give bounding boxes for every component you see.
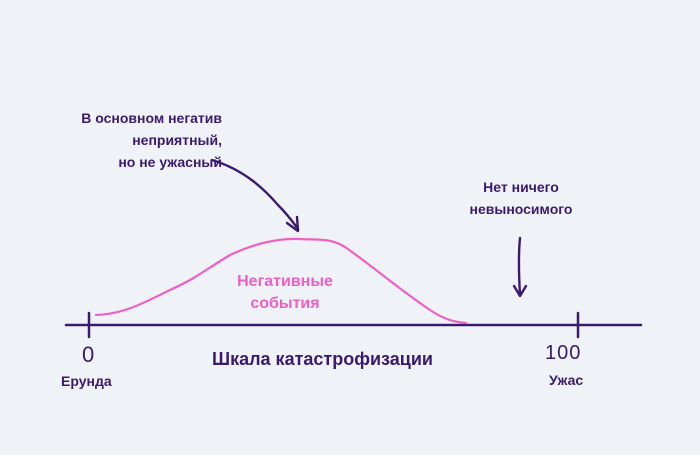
scale-max-value: 100	[545, 342, 582, 364]
arrow-down	[517, 236, 522, 297]
arrow-head-peak	[285, 215, 300, 233]
curve-label: Негативные события	[226, 271, 344, 315]
annotation-nothing-unbearable: Нет ничего невыносимого	[462, 176, 580, 220]
scale-max-label: Ужас	[549, 372, 584, 388]
annotation-line: В основном негатив	[81, 110, 222, 126]
annotation-line: но не ужасный	[118, 154, 222, 170]
annotation-line: невыносимого	[469, 201, 573, 217]
arrow-head-down	[512, 284, 528, 298]
annotation-line: Нет ничего	[483, 179, 559, 195]
scale-min-label: Ерунда	[61, 373, 112, 389]
curve-label-line: события	[250, 295, 320, 312]
annotation-mostly-unpleasant: В основном негатив неприятный, но не ужа…	[81, 107, 222, 173]
scale-title: Шкала катастрофизации	[212, 349, 433, 369]
arrow-to-peak	[210, 158, 300, 231]
negative-events-curve	[94, 237, 468, 325]
curve-label-line: Негативные	[237, 273, 333, 290]
annotation-line: неприятный,	[132, 132, 222, 148]
scale-min-value: 0	[82, 342, 95, 367]
